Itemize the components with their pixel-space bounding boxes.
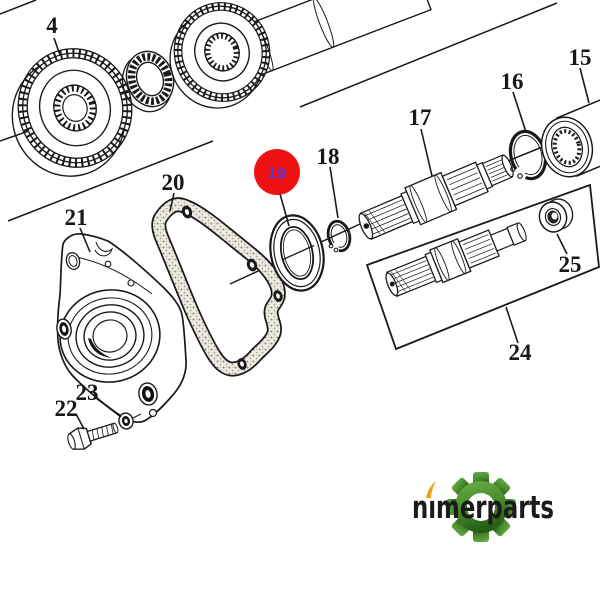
leader-line-23: [95, 397, 122, 418]
leader-line-16: [512, 91, 527, 133]
part-label-25: 25: [559, 252, 582, 277]
brand-watermark: nımerparts: [412, 472, 554, 542]
pto-shaft-in-box: [385, 222, 527, 298]
splined-bushing-15: [540, 99, 600, 178]
corner-line: [0, 0, 37, 15]
part-label-22: 22: [55, 396, 78, 421]
leader-line-19: [279, 193, 290, 227]
seal-cup-25: [538, 198, 574, 233]
leader-line-25: [556, 233, 568, 255]
part-label-16: 16: [501, 69, 524, 94]
highlight-marker-19[interactable]: 19: [254, 149, 300, 195]
leader-line-4: [53, 37, 61, 56]
part-label-23: 23: [76, 380, 99, 405]
part-label-24: 24: [509, 340, 533, 365]
part-label-4: 4: [46, 13, 58, 38]
seal-ring-19: [269, 214, 325, 292]
leader-line-24: [505, 306, 519, 344]
bore-shadow: [88, 338, 112, 358]
gear-icon: [446, 472, 516, 542]
bolt-22: [67, 422, 119, 450]
part-label-21: 21: [65, 205, 88, 230]
washer-23: [118, 412, 142, 430]
splined-coupler: [169, 2, 271, 109]
cover-plate-21: [56, 233, 187, 424]
highlighted-part-label: 19: [266, 165, 287, 183]
snap-ring-18: [326, 219, 352, 253]
leader-line-21: [79, 227, 91, 253]
part-label-17: 17: [409, 105, 432, 130]
leader-line-18: [329, 166, 339, 219]
kit-box-24: [365, 183, 600, 351]
leader-line-15: [579, 67, 590, 104]
gasket-bolt-holes: [181, 205, 283, 370]
main-axis-right: [299, 2, 558, 108]
highlight-circle[interactable]: [254, 149, 300, 195]
needle-bearing: [121, 50, 175, 113]
part-labels: 4 15 16 17 18 20 21 22 23 24 25: [46, 13, 591, 421]
leader-line-20: [169, 192, 175, 212]
leader-line-17: [420, 128, 433, 177]
part-label-20: 20: [162, 170, 185, 195]
leader-lines: [53, 37, 590, 430]
part-label-15: 15: [569, 45, 592, 70]
gear-4: [11, 48, 133, 177]
pto-shaft-17: [358, 154, 514, 240]
leader-line-22: [75, 413, 85, 430]
tittle-accent-icon: [426, 481, 436, 498]
brand-wordmark: nımerparts: [412, 490, 554, 526]
part-label-18: 18: [317, 144, 340, 169]
main-axis-left: [7, 140, 214, 222]
gasket-20: [151, 197, 286, 377]
